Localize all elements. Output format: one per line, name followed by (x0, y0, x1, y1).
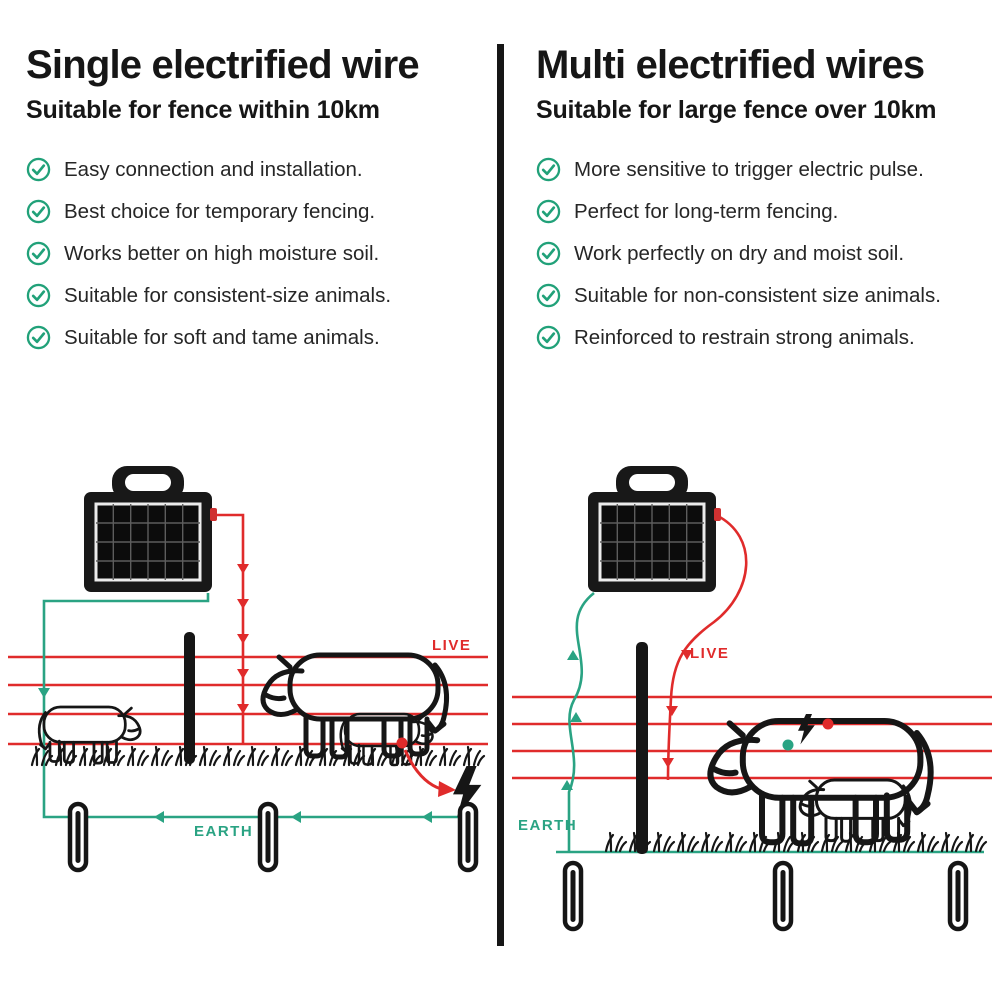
feature-item: Work perfectly on dry and moist soil. (536, 241, 1000, 266)
live-label: LIVE (690, 645, 729, 662)
earth-wire (42, 593, 474, 819)
cow-small (37, 705, 142, 765)
ground-post (950, 863, 966, 929)
feature-item: Suitable for soft and tame animals. (26, 325, 498, 350)
live-contact-dot (822, 718, 834, 730)
feature-text: Reinforced to restrain strong animals. (574, 325, 915, 349)
feature-text: Works better on high moisture soil. (64, 241, 380, 265)
check-icon (536, 199, 561, 224)
feature-item: Perfect for long-term fencing. (536, 199, 1000, 224)
feature-text: Best choice for temporary fencing. (64, 199, 376, 223)
single-wire-diagram: LIVE EARTH (8, 464, 488, 957)
check-icon (536, 157, 561, 182)
check-icon (26, 199, 51, 224)
live-feed-wire (666, 513, 748, 781)
live-feed-wire (212, 513, 245, 744)
center-divider (497, 44, 504, 946)
feature-text: Suitable for non-consistent size animals… (574, 283, 941, 307)
subtitle-right: Suitable for large fence over 10km (536, 96, 937, 124)
subtitle-left: Suitable for fence within 10km (26, 96, 380, 124)
feature-item: Reinforced to restrain strong animals. (536, 325, 1000, 350)
ground-post (260, 804, 276, 870)
feature-item: Easy connection and installation. (26, 157, 498, 182)
feature-item: Best choice for temporary fencing. (26, 199, 498, 224)
ground-post (775, 863, 791, 929)
feature-item: More sensitive to trigger electric pulse… (536, 157, 1000, 182)
feature-text: Work perfectly on dry and moist soil. (574, 241, 905, 265)
live-label: LIVE (432, 637, 471, 654)
earth-flow-arrows (561, 650, 582, 790)
feature-item: Suitable for consistent-size animals. (26, 283, 498, 308)
check-icon (26, 241, 51, 266)
earth-label: EARTH (194, 823, 253, 840)
solar-energizer (82, 464, 219, 594)
page-title-right: Multi electrified wires (536, 43, 925, 87)
shock-point-dot (396, 737, 408, 749)
feature-item: Works better on high moisture soil. (26, 241, 498, 266)
check-icon (26, 325, 51, 350)
feature-text: Suitable for soft and tame animals. (64, 325, 380, 349)
panel-multi-wire: Multi electrified wires Suitable for lar… (536, 44, 1000, 367)
check-icon (536, 283, 561, 308)
feature-list-left: Easy connection and installation. Best c… (26, 157, 498, 350)
check-icon (536, 241, 561, 266)
feature-text: Easy connection and installation. (64, 157, 363, 181)
check-icon (536, 325, 561, 350)
earth-label: EARTH (518, 817, 577, 834)
ground-post (565, 863, 581, 929)
earth-wire (567, 591, 595, 852)
check-icon (26, 157, 51, 182)
earth-contact-dot (782, 739, 794, 751)
page-title-left: Single electrified wire (26, 43, 420, 87)
check-icon (26, 283, 51, 308)
fence-post (636, 642, 648, 854)
solar-energizer (586, 464, 723, 594)
live-wires (512, 695, 992, 780)
fence-post (184, 632, 195, 764)
multi-wire-diagram: LIVE EARTH (512, 464, 992, 957)
feature-item: Suitable for non-consistent size animals… (536, 283, 1000, 308)
feature-text: Suitable for consistent-size animals. (64, 283, 392, 307)
ground-post (460, 804, 476, 870)
feature-text: Perfect for long-term fencing. (574, 199, 839, 223)
ground-post (70, 804, 86, 870)
shock-arrowhead (438, 781, 456, 797)
shock-arrow (403, 749, 442, 791)
feature-text: More sensitive to trigger electric pulse… (574, 157, 924, 181)
feature-list-right: More sensitive to trigger electric pulse… (536, 157, 1000, 350)
panel-single-wire: Single electrified wire Suitable for fen… (26, 44, 498, 367)
